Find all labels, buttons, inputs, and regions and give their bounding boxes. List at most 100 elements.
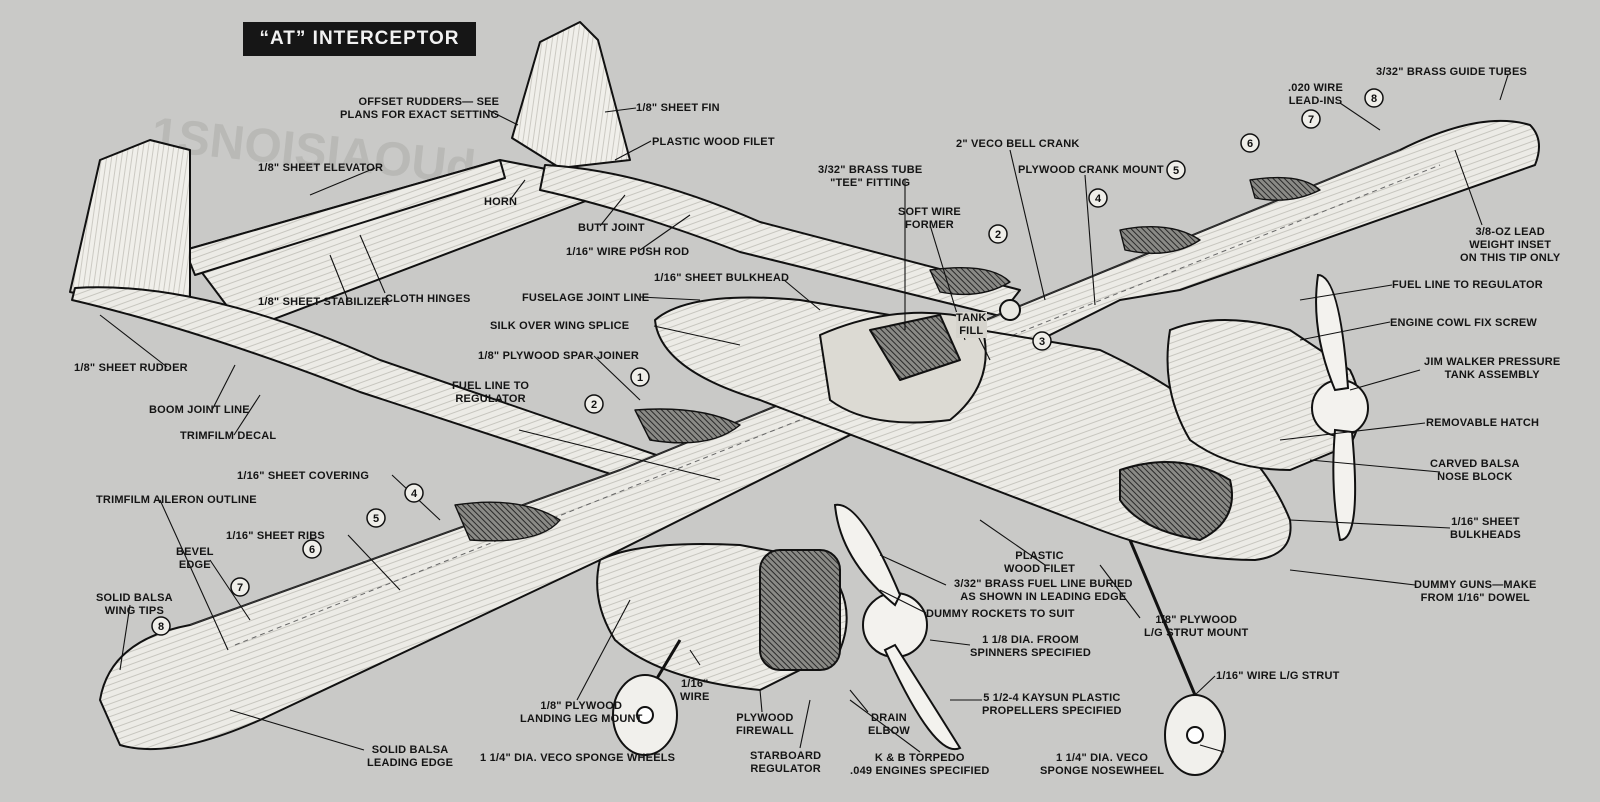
landing-gear xyxy=(612,539,1226,776)
callout-8-right: 8 xyxy=(1364,88,1384,108)
svg-text:6: 6 xyxy=(1247,138,1253,150)
label-veco-bell: 2" VECO BELL CRANK xyxy=(956,138,1080,150)
left-prop-bottom xyxy=(883,643,962,751)
label-propellers: 5 1/2-4 KAYSUN PLASTIC PROPELLERS SPECIF… xyxy=(982,692,1122,717)
callout-5-left: 5 xyxy=(366,508,386,528)
label-bevel-edge: BEVEL EDGE xyxy=(176,546,214,571)
label-trimfilm-decal: TRIMFILM DECAL xyxy=(180,430,277,442)
label-sheet-rudder: 1/8" SHEET RUDDER xyxy=(74,362,188,374)
label-spinners: 1 1/8 DIA. FROOM SPINNERS SPECIFIED xyxy=(970,634,1091,659)
label-horn: HORN xyxy=(484,196,518,208)
label-sheet-elevator: 1/8" SHEET ELEVATOR xyxy=(258,162,384,174)
label-wire-lg-strut: 1/16" WIRE L/G STRUT xyxy=(1216,670,1340,682)
label-cloth-hinges: CLOTH HINGES xyxy=(385,293,471,305)
diagram-title: “AT” INTERCEPTOR xyxy=(243,22,476,56)
label-dummy-guns: DUMMY GUNS—MAKE FROM 1/16" DOWEL xyxy=(1414,579,1537,604)
starboard-nacelle xyxy=(596,503,962,751)
label-sponge-wheels: 1 1/4" DIA. VECO SPONGE WHEELS xyxy=(480,752,676,764)
label-engine-cowl: ENGINE COWL FIX SCREW xyxy=(1390,317,1538,329)
callout-7-left: 7 xyxy=(230,577,250,597)
label-brass-fuel-line: 3/32" BRASS FUEL LINE BURIED AS SHOWN IN… xyxy=(954,578,1133,603)
label-landing-leg: 1/8" PLYWOOD LANDING LEG MOUNT xyxy=(520,700,643,725)
wing-cutouts xyxy=(454,176,1321,542)
leader-lines xyxy=(99,74,1509,753)
label-sheet-covering: 1/16" SHEET COVERING xyxy=(237,470,370,482)
label-carved-balsa: CARVED BALSA NOSE BLOCK xyxy=(1430,458,1520,483)
label-drain-elbow: DRAIN ELBOW xyxy=(868,712,910,737)
callout-2-left: 2 xyxy=(584,394,604,414)
label-plywood-spar: 1/8" PLYWOOD SPAR JOINER xyxy=(478,350,639,362)
label-sheet-ribs: 1/16" SHEET RIBS xyxy=(226,530,325,542)
svg-text:4: 4 xyxy=(1095,193,1102,205)
label-sheet-bulkheads-right: 1/16" SHEET BULKHEADS xyxy=(1450,516,1521,541)
label-removable-hatch: REMOVABLE HATCH xyxy=(1426,417,1540,429)
label-tank-fill: TANK FILL xyxy=(956,312,987,338)
label-dummy-rockets: DUMMY ROCKETS TO SUIT xyxy=(926,608,1075,620)
callout-5-right: 5 xyxy=(1166,160,1186,180)
label-solid-balsa-tips: SOLID BALSA WING TIPS xyxy=(96,592,173,617)
svg-text:3: 3 xyxy=(1039,336,1045,348)
label-sheet-bulkhead-top: 1/16" SHEET BULKHEAD xyxy=(654,272,790,284)
svg-text:5: 5 xyxy=(1173,165,1179,177)
callout-8-left: 8 xyxy=(151,616,171,636)
main-wing xyxy=(99,119,1540,751)
label-sheet-fin: 1/8" SHEET FIN xyxy=(636,102,720,114)
label-starboard-reg: STARBOARD REGULATOR xyxy=(750,750,822,775)
left-prop-top xyxy=(833,503,902,607)
callout-6-right: 6 xyxy=(1240,133,1260,153)
label-plywood-firewall: PLYWOOD FIREWALL xyxy=(736,712,794,737)
svg-text:5: 5 xyxy=(373,513,379,525)
elevator xyxy=(184,159,506,276)
callout-1: 1 xyxy=(630,367,650,387)
svg-text:1: 1 xyxy=(637,372,643,384)
callout-4-right: 4 xyxy=(1088,188,1108,208)
label-butt-joint: BUTT JOINT xyxy=(578,222,645,234)
label-wire-push-rod: 1/16" WIRE PUSH ROD xyxy=(566,246,690,258)
label-boom-joint-line: BOOM JOINT LINE xyxy=(149,404,250,416)
label-plywood-lg-strut: 1/8" PLYWOOD L/G STRUT MOUNT xyxy=(1144,614,1249,639)
label-plastic-wood-filet-mid: PLASTIC WOOD FILET xyxy=(1004,550,1076,575)
label-kb-torpedo: K & B TORPEDO .049 ENGINES SPECIFIED xyxy=(850,752,990,777)
label-offset-rudders: OFFSET RUDDERS— SEE PLANS FOR EXACT SETT… xyxy=(340,96,500,121)
engine-body xyxy=(759,549,841,671)
right-fin xyxy=(511,21,631,169)
label-soft-wire: SOFT WIRE FORMER xyxy=(898,206,961,231)
callout-2-right: 2 xyxy=(988,224,1008,244)
svg-text:8: 8 xyxy=(1371,93,1377,105)
label-sponge-nosewheel: 1 1/4" DIA. VECO SPONGE NOSEWHEEL xyxy=(1040,752,1165,777)
svg-text:8: 8 xyxy=(158,621,164,633)
svg-text:2: 2 xyxy=(591,399,597,411)
label-fuel-line-left: FUEL LINE TO REGULATOR xyxy=(452,380,530,405)
label-fuel-line-right: FUEL LINE TO REGULATOR xyxy=(1392,279,1543,291)
port-nacelle xyxy=(1166,273,1369,542)
svg-text:2: 2 xyxy=(995,229,1001,241)
svg-text:6: 6 xyxy=(309,544,315,556)
label-plywood-crank: PLYWOOD CRANK MOUNT xyxy=(1018,164,1164,176)
label-jim-walker: JIM WALKER PRESSURE TANK ASSEMBLY xyxy=(1424,356,1561,381)
svg-text:7: 7 xyxy=(1308,114,1314,126)
label-solid-balsa-le: SOLID BALSA LEADING EDGE xyxy=(367,744,454,769)
callout-6-left: 6 xyxy=(302,539,322,559)
tail-assembly xyxy=(69,21,1021,501)
svg-text:7: 7 xyxy=(237,582,243,594)
callout-4-left: 4 xyxy=(404,483,424,503)
label-fuselage-joint: FUSELAGE JOINT LINE xyxy=(522,292,650,304)
label-lead-weight: 3/8-OZ LEAD WEIGHT INSET ON THIS TIP ONL… xyxy=(1460,226,1561,264)
right-prop-top xyxy=(1315,273,1350,392)
label-wire-116: 1/16" WIRE xyxy=(680,678,710,703)
label-plastic-wood-filet-top: PLASTIC WOOD FILET xyxy=(652,136,775,148)
label-trimfilm-aileron: TRIMFILM AILERON OUTLINE xyxy=(96,494,257,506)
callout-7-right: 7 xyxy=(1301,109,1321,129)
callout-3: 3 xyxy=(1032,331,1052,351)
label-brass-guide: 3/32" BRASS GUIDE TUBES xyxy=(1376,66,1528,78)
svg-text:4: 4 xyxy=(411,488,418,500)
label-sheet-stabilizer: 1/8" SHEET STABILIZER xyxy=(258,296,390,308)
fuselage xyxy=(654,296,1292,561)
label-brass-tube-tee: 3/32" BRASS TUBE "TEE" FITTING xyxy=(818,164,923,189)
right-prop-bottom xyxy=(1332,428,1357,542)
label-wire-leadins: .020 WIRE LEAD-INS xyxy=(1288,82,1343,107)
label-silk-over-splice: SILK OVER WING SPLICE xyxy=(490,320,630,332)
callout-markers: 1 2 2 3 4 4 5 5 6 6 7 7 8 8 xyxy=(151,88,1384,636)
